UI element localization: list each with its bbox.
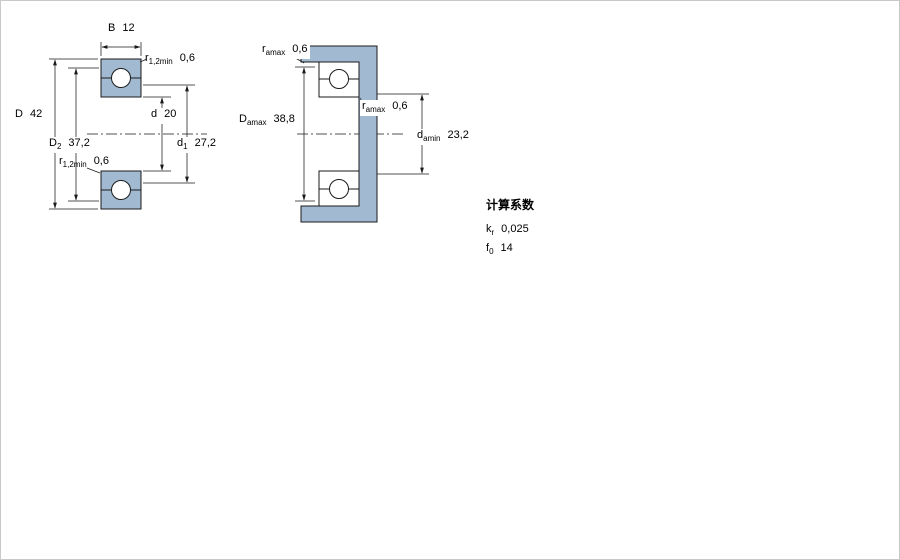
- dim-label-width-B: B 12: [108, 22, 135, 38]
- dim-symbol: r: [262, 43, 266, 55]
- dim-value: 0,6: [179, 52, 195, 64]
- dim-subscript: 1: [183, 142, 188, 152]
- dim-value: 42: [29, 108, 43, 120]
- dim-symbol: d: [177, 137, 184, 149]
- leader-line: [86, 167, 101, 174]
- factor-f0: f0 14: [486, 242, 534, 256]
- dim-label-da-min: damin 23,2: [415, 129, 471, 146]
- dim-label-bore-d: d 20: [149, 108, 179, 125]
- ball: [111, 68, 131, 88]
- factor-kr: kr 0,025: [486, 223, 534, 237]
- dim-label-r12min-bottom: r1,2min 0,6: [59, 155, 109, 171]
- dim-label-ra-max-top: ramax 0,6: [260, 43, 310, 60]
- dim-value: 27,2: [194, 137, 216, 149]
- dim-subscript: 1,2min: [62, 160, 87, 170]
- dim-subscript: amax: [246, 118, 267, 128]
- right-abutment-view: [291, 45, 429, 223]
- dim-symbol: d: [417, 129, 424, 141]
- dim-value: 0,6: [93, 155, 109, 167]
- dim-subscript: amax: [265, 48, 286, 58]
- dim-label-d1: d1 27,2: [175, 137, 218, 154]
- dim-subscript: amax: [365, 105, 386, 115]
- ball: [111, 180, 131, 200]
- dim-symbol: B: [108, 22, 116, 34]
- factor-subscript: 0: [489, 247, 494, 257]
- dim-symbol: r: [145, 52, 149, 64]
- dim-value: 37,2: [68, 137, 90, 149]
- dim-symbol: d: [151, 108, 158, 120]
- dim-symbol: D: [49, 137, 57, 149]
- dim-value: 20: [164, 108, 177, 120]
- dim-label-D2: D2 37,2: [47, 137, 92, 154]
- dim-value: 38,8: [273, 113, 295, 125]
- calculation-factors-title: 计算系数: [486, 198, 535, 212]
- dim-subscript: 2: [56, 142, 62, 152]
- factor-value: 14: [500, 242, 513, 255]
- factor-symbol: k: [486, 223, 492, 235]
- dim-symbol: D: [15, 108, 23, 120]
- dim-value: 0,6: [292, 43, 308, 55]
- factor-symbol: f: [486, 242, 490, 255]
- dim-label-outer-diameter-D: D 42: [15, 108, 42, 124]
- factor-subscript: r: [491, 228, 495, 238]
- factor-value: 0,025: [501, 223, 529, 235]
- dim-label-ra-max-mid: ramax 0,6: [360, 100, 410, 117]
- leader-line: [139, 58, 148, 63]
- dim-value: 12: [122, 22, 135, 34]
- dim-symbol: D: [239, 113, 247, 125]
- dim-value: 23,2: [447, 129, 469, 141]
- calculation-factors: 计算系数 kr 0,025 f0 14: [486, 196, 534, 261]
- dim-label-Da-max: Damax 38,8: [239, 113, 295, 129]
- dim-value: 0,6: [392, 100, 408, 112]
- ball: [329, 179, 349, 199]
- dim-label-r12min-top: r1,2min 0,6: [145, 52, 195, 68]
- dim-subscript: amin: [423, 134, 441, 144]
- left-section-view: [49, 42, 207, 210]
- dim-subscript: 1,2min: [148, 57, 173, 67]
- dim-symbol: r: [362, 100, 366, 112]
- dim-symbol: r: [59, 155, 63, 167]
- ball: [329, 69, 349, 89]
